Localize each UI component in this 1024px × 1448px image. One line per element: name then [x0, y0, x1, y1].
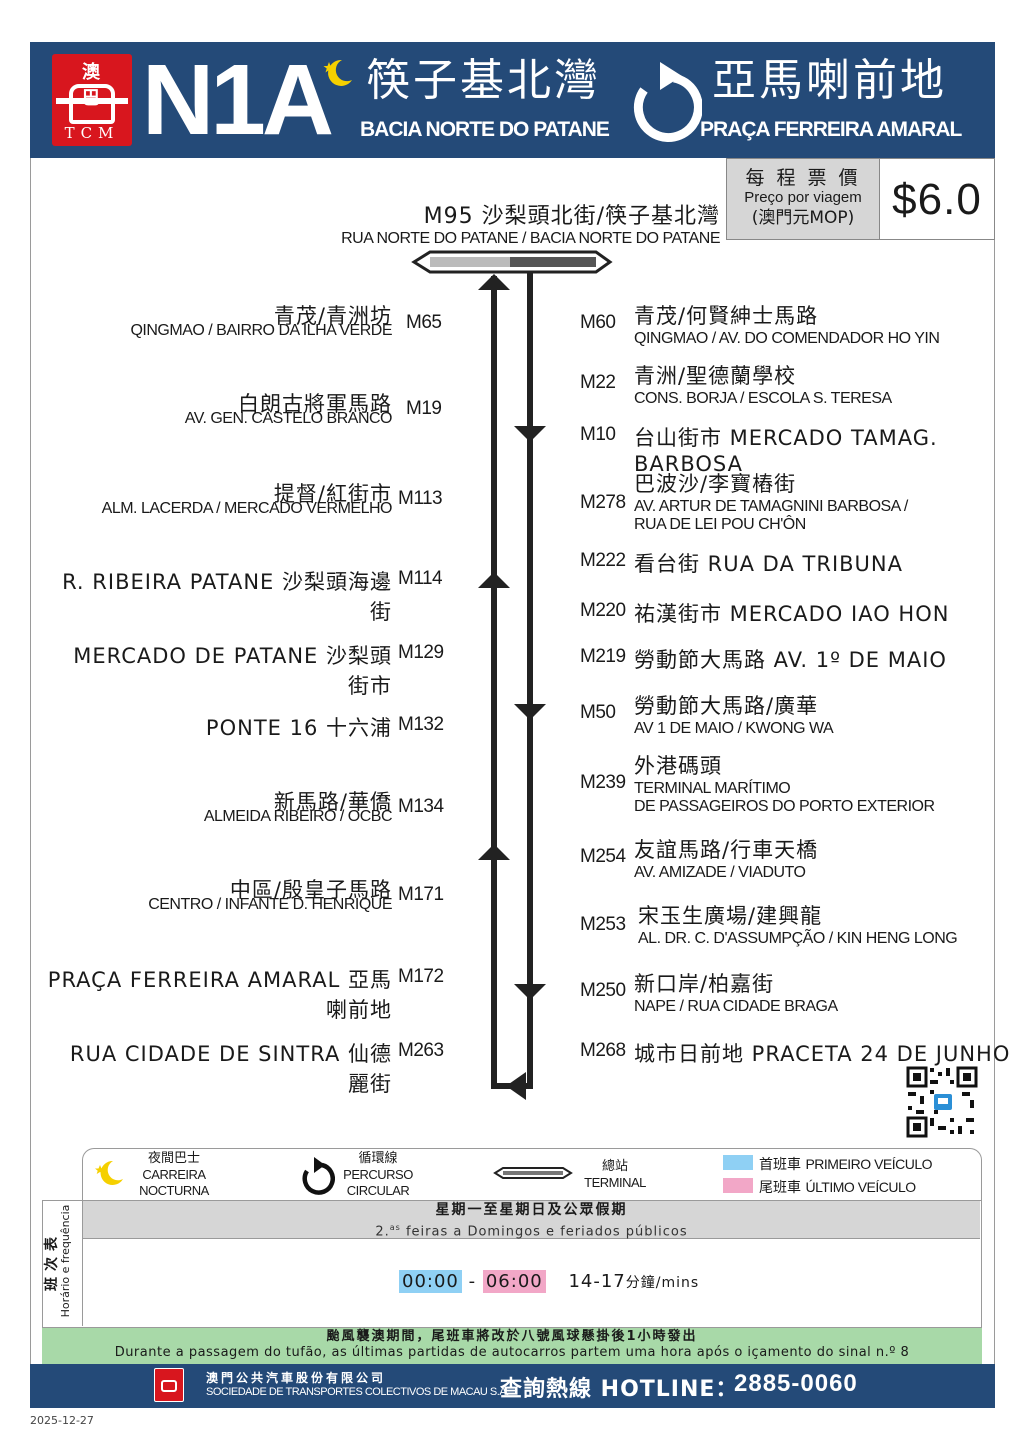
legend: 夜間巴士 CARREIRA NOCTURNA 循環線 PERCURSO CIRC… [82, 1148, 982, 1200]
stop-m60: 青茂/何賢紳士馬路 QINGMAO / AV. DO COMENDADOR HO… [634, 304, 940, 347]
terminal-icon [493, 1167, 573, 1179]
stop-m19: 白朗古將軍馬路 AV. GEN. CASTELO BRANCO [184, 392, 393, 427]
legend-terminal: 總站 TERMINAL [584, 1159, 646, 1190]
stop-code: M134 [398, 796, 444, 817]
company-zh: 澳門公共汽車股份有限公司 [206, 1371, 387, 1385]
origin-pt: BACIA NORTE DO PATANE [360, 118, 610, 141]
stop-code: M129 [398, 642, 444, 663]
stop-code: M250 [580, 980, 626, 1001]
stop-m250: 新口岸/柏嘉街 NAPE / RUA CIDADE BRAGA [634, 972, 838, 1015]
timetable-side: 班次表 Horário e frequência [43, 1201, 83, 1326]
qr-code[interactable] [906, 1066, 978, 1138]
terminal-stop: M95 沙梨頭北街/筷子基北灣 RUA NORTE DO PATANE / BA… [341, 204, 720, 247]
footer: 澳門公共汽車股份有限公司 SOCIEDADE DE TRANSPORTES CO… [30, 1364, 995, 1408]
stop-m50: 勞動節大馬路/廣華 AV 1 DE MAIO / KWONG WA [634, 694, 834, 737]
stop-code: M239 [580, 772, 626, 793]
stop-code: M10 [580, 424, 616, 445]
stop-code: M132 [398, 714, 444, 735]
stop-m65: 青茂/青洲坊 QINGMAO / BAIRRO DA ILHA VERDE [130, 304, 392, 339]
last-bus-swatch [723, 1178, 753, 1193]
stop-m171: 中區/殷皇子馬路 CENTRO / INFANTE D. HENRIQUE [148, 878, 392, 913]
stop-m219: 勞動節大馬路 AV. 1º DE MAIO [634, 648, 947, 672]
legend-circular: 循環線 PERCURSO CIRCULAR [343, 1151, 413, 1198]
route-number: N1A [142, 44, 334, 156]
stop-code: M22 [580, 372, 616, 393]
first-bus-swatch [723, 1155, 753, 1170]
stop-code: M219 [580, 646, 626, 667]
stop-code: M171 [398, 884, 444, 905]
timetable-head: 星期一至星期日及公眾假期 2.as feiras a Domingos e fe… [83, 1201, 980, 1239]
legend-night: 夜間巴士 CARREIRA NOCTURNA [139, 1151, 209, 1198]
timetable: 班次表 Horário e frequência 星期一至星期日及公眾假期 2.… [42, 1200, 982, 1328]
legend-last: 尾班車 ÚLTIMO VEÍCULO [759, 1179, 916, 1196]
circular-route-icon [633, 62, 702, 142]
stop-code: M263 [398, 1040, 444, 1061]
stop-m129: MERCADO DE PATANE 沙梨頭街市 [73, 644, 392, 698]
origin-zh: 筷子基北灣 [366, 55, 601, 106]
hotline-number[interactable]: 2885-0060 [734, 1370, 858, 1397]
stop-m222: 看台街 RUA DA TRIBUNA [634, 552, 903, 576]
stop-m10: 台山街市 MERCADO TAMAG. BARBOSA [634, 426, 938, 476]
circular-route-icon [302, 1157, 335, 1195]
route-line [411, 250, 613, 1100]
stop-m278: 巴波沙/李寶樁街 AV. ARTUR DE TAMAGNINI BARBOSA … [634, 472, 908, 533]
stop-m22: 青洲/聖德蘭學校 CONS. BORJA / ESCOLA S. TERESA [634, 364, 892, 407]
night-moon-icon [323, 59, 352, 86]
print-date: 2025-12-27 [30, 1414, 94, 1427]
stop-code: M254 [580, 846, 626, 867]
night-moon-icon [95, 1160, 123, 1185]
stop-m263: RUA CIDADE DE SINTRA 仙德麗街 [69, 1042, 392, 1096]
hotline-label: 查詢熱線 HOTLINE： [500, 1377, 739, 1402]
company-pt: SOCIEDADE DE TRANSPORTES COLECTIVOS DE M… [206, 1386, 509, 1398]
stop-m268: 城市日前地 PRACETA 24 DE JUNHO [634, 1042, 1011, 1066]
stop-code: M220 [580, 600, 626, 621]
timetable-row: 00:00 - 06:00 14-17分鐘/mins [399, 1270, 699, 1293]
tcm-logo: 澳巴 TCM [52, 54, 132, 146]
stop-m254: 友誼馬路/行車天橋 AV. AMIZADE / VIADUTO [634, 838, 819, 881]
frequency: 14-17 [568, 1271, 626, 1292]
stop-m134: 新馬路/華僑 ALMEIDA RIBEIRO / OCBC [203, 790, 393, 825]
dest-zh: 亞馬喇前地 [712, 55, 947, 106]
stop-code: M60 [580, 312, 616, 333]
stop-code: M65 [406, 312, 442, 333]
stop-m239: 外港碼頭 TERMINAL MARÍTIMO DE PASSAGEIROS DO… [634, 754, 935, 815]
typhoon-notice: 颱風襲澳期間，尾班車將改於八號風球懸掛後1小時發出 Durante a pass… [42, 1328, 982, 1364]
stop-code: M113 [398, 488, 443, 509]
stop-code: M253 [580, 914, 626, 935]
stop-m114: R. RIBEIRA PATANE 沙梨頭海邊街 [62, 570, 392, 624]
stop-m132: PONTE 16 十六浦 [205, 716, 392, 740]
dest-pt: PRAÇA FERREIRA AMARAL [700, 118, 962, 141]
stop-code: M114 [398, 568, 443, 589]
legend-first: 首班車 PRIMEIRO VEÍCULO [759, 1156, 933, 1173]
header-banner: 澳巴 TCM N1A 筷子基北灣 BACIA NORTE DO PATANE 亞… [30, 42, 995, 158]
stop-code: M19 [406, 398, 442, 419]
stop-m172: PRAÇA FERREIRA AMARAL 亞馬喇前地 [47, 968, 392, 1022]
fare-box: 每 程 票 價 Preço por viagem (澳門元MOP) [726, 158, 880, 240]
stop-code: M222 [580, 550, 626, 571]
fare-amount: $6.0 [880, 158, 995, 240]
first-bus-time: 00:00 [399, 1270, 462, 1293]
stop-code: M278 [580, 492, 626, 513]
stop-code: M172 [398, 966, 444, 987]
last-bus-time: 06:00 [482, 1270, 546, 1293]
stop-code: M268 [580, 1040, 626, 1061]
stop-m220: 祐漢街市 MERCADO IAO HON [634, 602, 950, 626]
stop-m113: 提督/紅街市 ALM. LACERDA / MERCADO VERMELHO [101, 482, 393, 517]
tcm-logo-small [154, 1368, 184, 1402]
stop-m253: 宋玉生廣場/建興龍 AL. DR. C. D'ASSUMPÇÃO / KIN H… [638, 904, 958, 947]
stop-code: M50 [580, 702, 616, 723]
